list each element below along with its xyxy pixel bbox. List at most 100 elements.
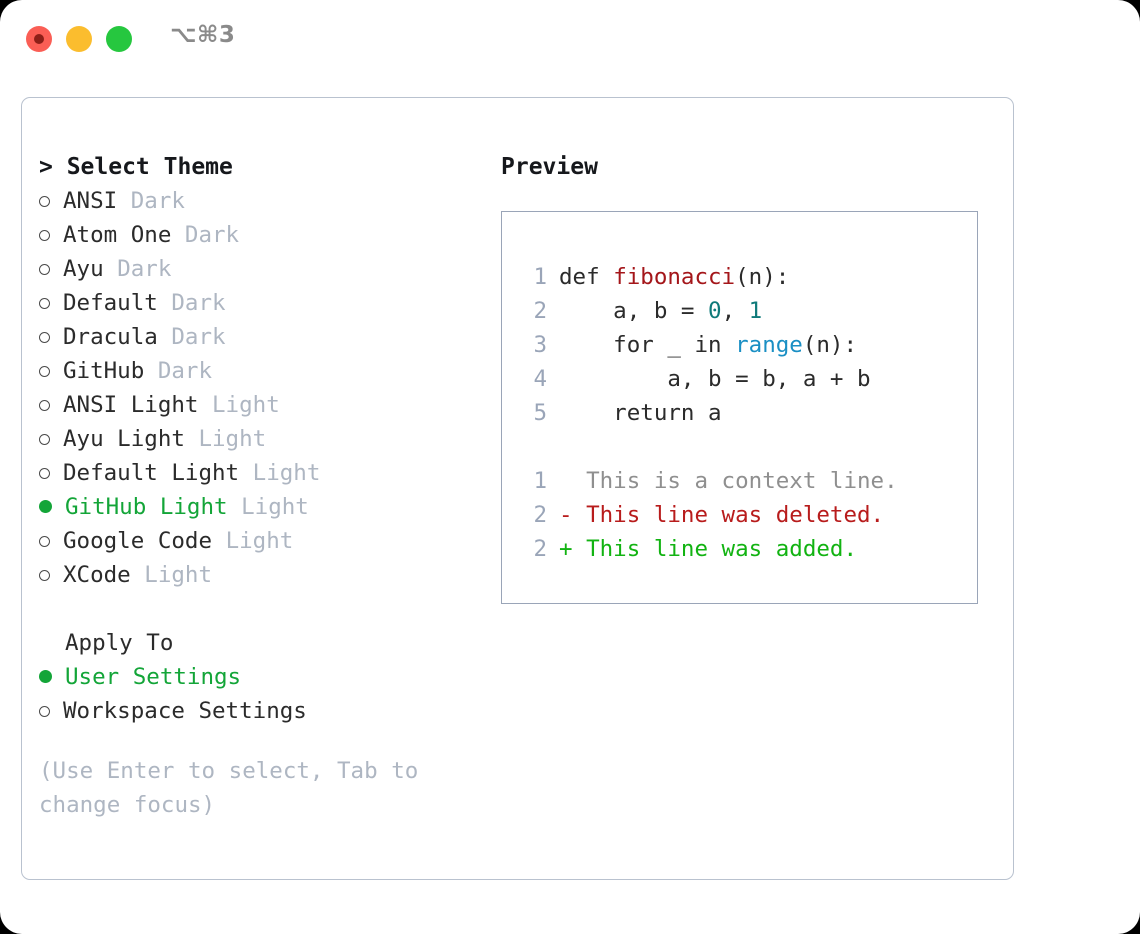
theme-list-item[interactable]: Atom One Dark [39,218,479,252]
theme-variant-tag: Dark [171,290,226,316]
preview-title: Preview [501,154,598,180]
diff-line: 2 + This line was added. [521,532,898,566]
radio-unselected-icon [39,468,50,479]
line-number: 4 [533,366,547,392]
theme-name: Ayu Light [63,426,185,452]
select-theme-header: > Select Theme [39,154,233,180]
theme-name: Dracula [63,324,158,350]
radio-unselected-icon [39,536,50,547]
theme-name: Ayu [63,256,104,282]
diff-text: This is a context line. [559,468,898,494]
theme-variant-tag: Dark [117,256,172,282]
section-spacer [39,592,479,626]
diff-line-text: This is a context line. [572,468,898,494]
theme-list-item[interactable]: Default Dark [39,286,479,320]
radio-unselected-icon [39,332,50,343]
code-line: 3 for _ in range(n): [521,328,898,362]
window-title: ⌥⌘3 [170,22,236,48]
theme-name: Default [63,290,158,316]
line-number: 5 [533,400,547,426]
theme-name: GitHub [63,358,145,384]
line-number: 3 [533,332,547,358]
minimize-window-button[interactable] [66,26,92,52]
code-token: (n): [735,264,790,290]
code-token: fibonacci [613,264,736,290]
radio-unselected-icon [39,230,50,241]
theme-list-item[interactable]: ANSI Dark [39,184,479,218]
theme-variant-tag: Light [144,562,213,588]
radio-unselected-icon [39,706,50,717]
theme-list-item[interactable]: XCode Light [39,558,479,592]
diff-marker: - [559,502,573,528]
theme-list-item[interactable]: Google Code Light [39,524,479,558]
theme-list-item[interactable]: ANSI Light Light [39,388,479,422]
line-number: 2 [533,502,547,528]
code-line: 2 a, b = 0, 1 [521,294,898,328]
radio-unselected-icon [39,196,50,207]
theme-variant-tag: Light [241,494,309,520]
theme-name: Atom One [63,222,172,248]
radio-unselected-icon [39,298,50,309]
theme-list-item[interactable]: Default Light Light [39,456,479,490]
diff-marker [559,468,573,494]
theme-list-item[interactable]: Ayu Dark [39,252,479,286]
line-number: 1 [533,468,547,494]
code-token: for _ in [559,332,736,358]
close-window-button[interactable] [26,26,52,52]
code-token: 1 [748,298,763,324]
theme-name: XCode [63,562,131,588]
apply-to-header: Apply To [65,630,174,656]
radio-selected-icon [39,670,52,683]
apply-to-label: User Settings [65,664,242,690]
apply-to-option[interactable]: Workspace Settings [39,694,479,728]
diff-line: 2 - This line was deleted. [521,498,898,532]
code-token: def [559,264,614,290]
code-token: return a [559,400,722,426]
theme-variant-tag: Dark [157,358,213,384]
code-line: 4 a, b = b, a + b [521,362,898,396]
line-number: 1 [533,264,547,290]
theme-list-item[interactable]: Dracula Dark [39,320,479,354]
theme-name: GitHub Light [65,494,228,520]
theme-name: Google Code [63,528,213,554]
maximize-window-button[interactable] [106,26,132,52]
radio-unselected-icon [39,434,50,445]
code-token: 0 [708,298,722,324]
radio-selected-icon [39,500,52,513]
radio-unselected-icon [39,264,50,275]
title-bar: ⌥⌘3 [0,0,1140,78]
diff-text: + This line was added. [559,536,857,562]
apply-to-option[interactable]: User Settings [39,660,479,694]
code-token: a, b = [559,298,709,324]
code-diff-separator [521,430,898,464]
diff-text: - This line was deleted. [559,502,884,528]
line-number: 2 [533,298,547,324]
theme-variant-tag: Light [225,528,294,554]
code-line: 5 return a [521,396,898,430]
code-line: 1 def fibonacci(n): [521,260,898,294]
theme-name: ANSI Light [63,392,199,418]
theme-variant-tag: Light [212,392,280,418]
theme-list-item[interactable]: Ayu Light Light [39,422,479,456]
code-token: range [735,332,803,358]
apply-to-label: Workspace Settings [63,698,307,724]
code-token: (n): [802,332,858,358]
radio-unselected-icon [39,400,50,411]
diff-marker: + [559,536,573,562]
keyboard-hint: (Use Enter to select, Tab to change focu… [39,758,419,818]
theme-name: ANSI [63,188,118,214]
radio-unselected-icon [39,366,50,377]
line-number: 2 [533,536,547,562]
theme-list-item[interactable]: GitHub Light Light [39,490,479,524]
theme-variant-tag: Dark [171,324,226,350]
theme-list-item[interactable]: GitHub Dark [39,354,479,388]
theme-variant-tag: Light [198,426,267,452]
code-token: , [721,298,749,324]
theme-variant-tag: Light [252,460,321,486]
